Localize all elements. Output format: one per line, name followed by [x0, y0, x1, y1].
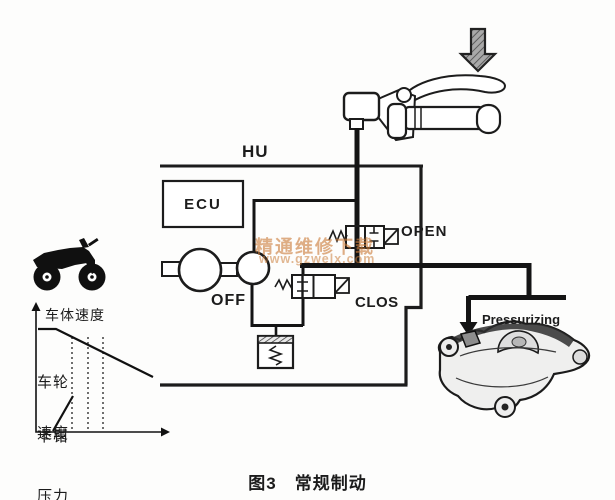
caliper-pressure-line2: 压力 [37, 488, 70, 500]
caliper-pressure-line1: 卡钳 [37, 428, 70, 445]
clos-valve-symbol [274, 274, 350, 299]
hu-label: HU [242, 142, 269, 161]
open-valve-symbol [328, 225, 399, 249]
wheel-speed-line2: 速度 [37, 425, 70, 442]
pump-motor-symbol [161, 247, 271, 293]
caliper-flow-arrowhead [459, 322, 478, 336]
speed-graph [31, 302, 170, 437]
pressurizing-label: Pressurizing [482, 312, 561, 327]
wheel-speed-label: 车轮 速度 [37, 340, 69, 476]
ecu-label: ECU [184, 195, 222, 213]
ecu-box [161, 179, 245, 229]
hydraulic-lines [250, 128, 566, 336]
press-arrow-icon [458, 27, 498, 73]
body-speed-label: 车体速度 [45, 307, 105, 323]
motorcycle-icon [33, 238, 106, 291]
pump-off-label: OFF [211, 292, 246, 309]
watermark-url: www.gzwelx.com [259, 252, 376, 266]
clos-valve-label: CLOS [355, 294, 399, 311]
hu-boundary-line [160, 164, 423, 387]
figure-caption: 图3 常规制动 [248, 474, 367, 493]
wheel-speed-line1: 车轮 [37, 374, 70, 391]
watermark-text: 精通维修下载 [255, 237, 375, 257]
open-valve-label: OPEN [401, 223, 448, 240]
brake-lever-illustration [342, 74, 507, 142]
brake-caliper-illustration [437, 320, 591, 418]
caliper-pressure-label: 卡钳 压力 [37, 387, 69, 500]
accumulator-symbol [256, 334, 295, 370]
